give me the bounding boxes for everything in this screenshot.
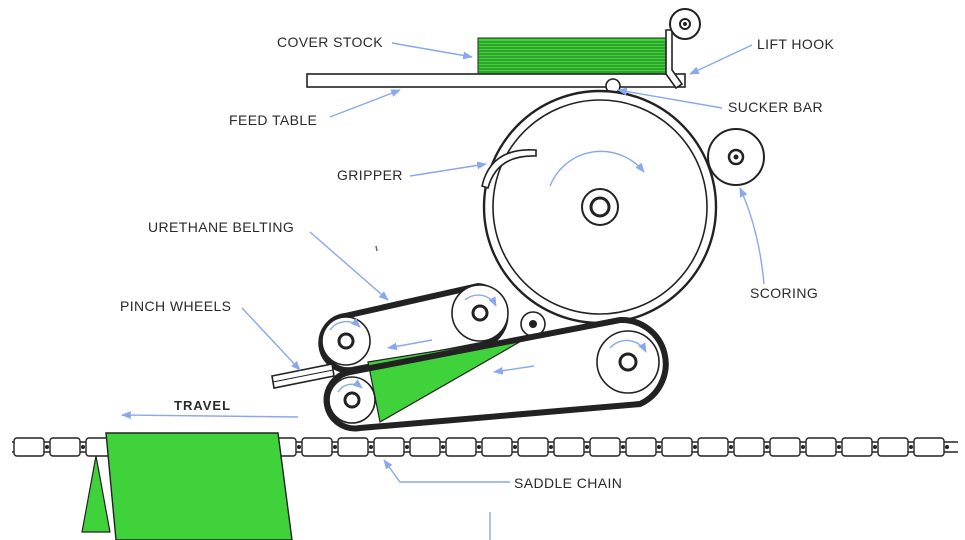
main-drum [482,89,718,325]
chain-link [805,437,837,457]
chain-link [13,437,45,457]
label-scoring: SCORING [750,285,818,301]
chain-pin [657,445,661,449]
chain-pin [45,445,49,449]
chain-link [373,437,405,457]
chain-pin [513,445,517,449]
drum-rotation-arrow-icon [549,150,645,187]
chain-pin [297,445,301,449]
chain-pin [765,445,769,449]
chain-link [877,437,909,457]
travel-arrow [121,411,299,420]
chain-link [481,437,513,457]
chain-link [913,437,945,457]
label-cover-stock: COVER STOCK [277,34,383,50]
chain-pin [441,445,445,449]
scoring-wheel [707,128,765,186]
chain-pin [621,445,625,449]
chain-link [409,437,441,457]
chain-pin [909,445,913,449]
chain-link [553,437,585,457]
leader-sucker-bar [617,87,723,109]
leader-gripper [409,161,487,177]
chain-link [841,437,873,457]
feed-table [306,73,686,88]
chain-link [661,437,693,457]
chain-pin [837,445,841,449]
chain-pin [585,445,589,449]
leader-lift-hook [689,44,753,75]
chain-pin [333,445,337,449]
cover-sheet-in-transit [367,335,531,423]
lift-hook [665,8,701,90]
cover-stock-pile [477,37,671,76]
chain-link [769,437,801,457]
chain-pin [693,445,697,449]
chain-pin [405,445,409,449]
leader-saddle-chain [383,459,510,483]
gripper [481,149,537,190]
chain-link [589,437,621,457]
chain-pin [549,445,553,449]
book-on-saddle [81,432,293,540]
chain-pin [729,445,733,449]
label-pinch-wheels: PINCH WHEELS [120,298,231,314]
chain-link [517,437,549,457]
chain-pin [945,445,949,449]
lower-belt [323,316,669,432]
chain-link [697,437,729,457]
chain-pin [81,445,85,449]
leader-cover-stock [391,42,473,60]
leader-scoring [739,187,765,285]
chain-pin [801,445,805,449]
label-gripper: GRIPPER [337,167,403,183]
chain-link [445,437,477,457]
chain-link [625,437,657,457]
leader-pinch-wheels [241,307,301,371]
label-lift-hook: LIFT HOOK [757,36,835,52]
chain-link [733,437,765,457]
chain-pin [369,445,373,449]
pinch-wheel-shaft [271,363,335,389]
chain-pin [873,445,877,449]
leader-urethane-belting [309,231,389,301]
chain-pin [477,445,481,449]
chain-link [49,437,81,457]
label-urethane-belting: URETHANE BELTING [148,219,294,235]
saddle-chain [12,437,958,457]
chain-link [337,437,369,457]
label-sucker-bar: SUCKER BAR [728,99,823,115]
label-saddle-chain: SADDLE CHAIN [514,475,622,491]
label-feed-table: FEED TABLE [229,112,317,128]
label-travel: TRAVEL [174,398,231,413]
leader-feed-table [329,89,401,118]
chain-link [301,437,333,457]
